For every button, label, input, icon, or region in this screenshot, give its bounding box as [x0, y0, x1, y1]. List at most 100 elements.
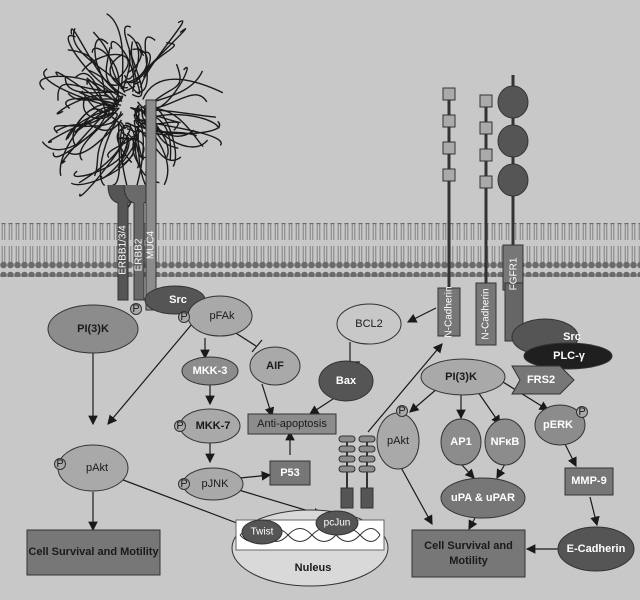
src-right-label: Src	[563, 331, 581, 343]
phospho-pfak-label: P	[180, 311, 187, 323]
cell-survival-right-box	[411, 529, 526, 578]
glycan-strand	[73, 136, 128, 178]
glycan-strand	[99, 114, 121, 187]
nfkb-node	[484, 418, 526, 466]
cell-survival-right-fo: Cell Survival and Motility	[424, 540, 513, 567]
nuclear-receptor-stack	[338, 435, 376, 509]
ncad2-label: N-Cadherin	[481, 288, 492, 339]
cell-membrane	[0, 223, 640, 277]
phospho-mkk7	[174, 420, 186, 432]
glycan-strand	[52, 107, 119, 158]
glycan-strand	[139, 20, 184, 88]
glycan-strand	[75, 73, 110, 118]
perk-node	[534, 404, 586, 446]
pakt-right-label: pAkt	[387, 435, 409, 447]
p53-label: P53	[280, 467, 300, 479]
pi3k-left-node	[47, 304, 139, 354]
glycan-strand	[122, 50, 136, 92]
glycan-strand	[124, 51, 151, 83]
glycan-strand	[140, 106, 209, 148]
aif-label: AIF	[266, 360, 284, 372]
frs2-label: FRS2	[527, 374, 555, 386]
pcjun-label: pcJun	[324, 518, 351, 529]
phospho-erbb-label: P	[132, 303, 139, 315]
phospho-pfak	[178, 311, 190, 323]
glycan-strand	[39, 75, 115, 98]
pcjun-node	[315, 510, 359, 536]
phospho-perk	[576, 406, 588, 418]
glycan-strand	[86, 77, 124, 103]
pi3k-right-label: PI(3)K	[445, 371, 477, 383]
glycan-strand	[124, 25, 143, 98]
glycan-strand	[135, 110, 173, 136]
nfkb-label: NFκB	[491, 436, 520, 448]
aif-node	[249, 346, 301, 386]
glycan-strand	[79, 91, 120, 105]
cell-survival-left-box	[26, 529, 161, 576]
anti-apoptosis-box	[247, 413, 337, 435]
glycan-strand	[124, 48, 148, 84]
mmp9-label: MMP-9	[571, 475, 606, 487]
frs2-node	[511, 365, 575, 395]
pfak-label: pFAk	[209, 310, 235, 322]
glycan-strand	[81, 53, 129, 80]
phospho-pjnk	[178, 478, 190, 490]
erbb-label: ERBB1/3/4	[118, 225, 129, 275]
upa-upar-node	[440, 477, 526, 519]
bcl2-label: BCL2	[355, 318, 383, 330]
cell-survival-right-label: Cell Survival and Motility	[424, 540, 513, 567]
glycan-strand	[107, 128, 138, 159]
glycan-strand	[142, 42, 175, 78]
glycan-strand	[138, 117, 169, 186]
pi3k-left-label: PI(3)K	[77, 323, 109, 335]
glycan-strand	[61, 104, 116, 164]
e-cadherin-label: E-Cadherin	[567, 543, 626, 555]
p53-box	[269, 460, 311, 486]
mkk7-label: MKK-7	[196, 420, 231, 432]
perk-label: pERK	[543, 419, 573, 431]
glycan-strand	[123, 33, 140, 80]
glycan-strand	[130, 107, 181, 124]
pjnk-label: pJNK	[202, 478, 230, 490]
ap1-node	[440, 418, 482, 466]
glycan-strand	[43, 68, 118, 108]
pi3k-right-node	[420, 358, 506, 396]
e-cadherin-node	[557, 526, 635, 572]
nucleus-label: Nuleus	[295, 562, 332, 574]
glycan-strand	[48, 112, 118, 144]
glycan-strand	[64, 76, 122, 95]
phospho-pakt-left	[54, 458, 66, 470]
plcg-node	[523, 342, 613, 370]
bax-label: Bax	[336, 375, 357, 387]
phospho-pakt-left-label: P	[56, 458, 63, 470]
src-left-label: Src	[169, 294, 187, 306]
glycan-strand	[154, 63, 181, 101]
glycan-strand	[112, 121, 126, 186]
ap1-label: AP1	[450, 436, 471, 448]
glycan-strand	[41, 113, 107, 151]
n-cadherin-receptor-1: N-Cadherin	[437, 87, 461, 338]
muc4-receptor: MUC4	[145, 99, 157, 311]
glycan-strand	[127, 41, 145, 74]
upa-upar-label: uPA & uPAR	[451, 492, 515, 504]
mmp9-box	[564, 467, 614, 496]
glycan-strand	[70, 28, 119, 94]
glycan-strand	[127, 41, 141, 95]
mkk3-node	[181, 356, 239, 386]
bcl2-node	[336, 303, 402, 345]
cell-survival-left-label: Cell Survival and Motility	[28, 546, 159, 559]
twist-label: Twist	[251, 527, 274, 538]
bax-node	[318, 360, 374, 402]
pathway-edges	[88, 307, 600, 554]
mkk3-label: MKK-3	[193, 365, 228, 377]
glycan-strand	[86, 80, 123, 106]
phospho-pjnk-label: P	[180, 478, 187, 490]
phospho-perk-label: P	[578, 406, 585, 418]
n-cadherin-receptor-2: N-Cadherin	[475, 94, 497, 346]
erbb2-label: ERBB2	[134, 238, 145, 271]
twist-node	[241, 519, 283, 545]
phospho-mkk7-label: P	[176, 420, 183, 432]
